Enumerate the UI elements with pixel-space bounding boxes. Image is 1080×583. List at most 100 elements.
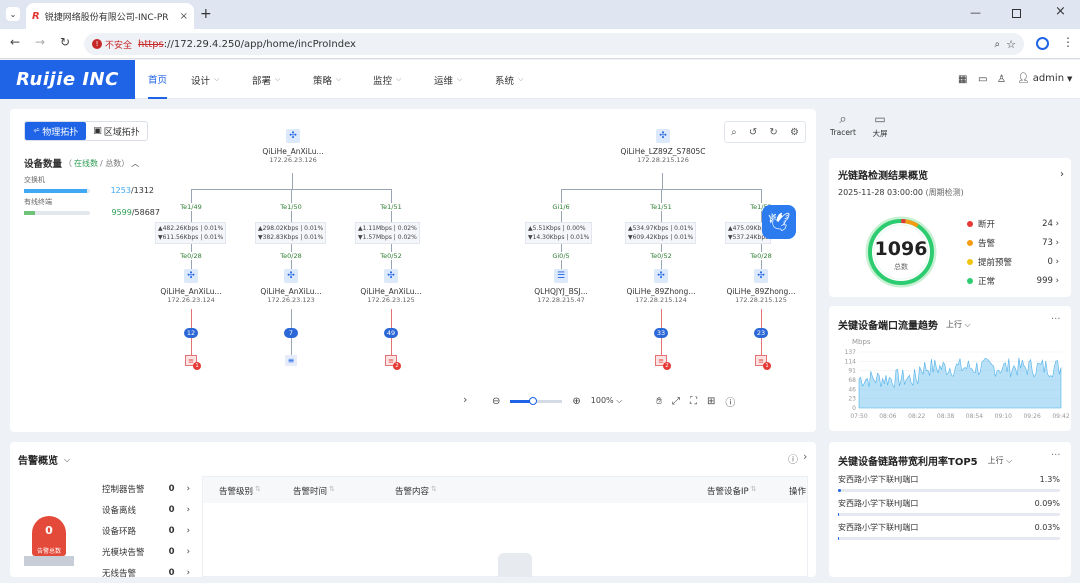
fullscreen-icon[interactable]: ⤢ bbox=[671, 395, 680, 407]
fiber-legend-item[interactable]: 断开 24 › bbox=[967, 214, 1059, 233]
fiber-legend-item[interactable]: 提前预警 0 › bbox=[967, 252, 1059, 271]
nav-design[interactable]: 设计⌵ bbox=[191, 60, 219, 99]
fiber-legend-value: 999 bbox=[1036, 275, 1053, 286]
fiber-legend-item[interactable]: 正常 999 › bbox=[967, 271, 1059, 290]
browser-tab[interactable]: R 锐捷网络股份有限公司-INC-PR × bbox=[26, 3, 194, 29]
alarm-bell[interactable]: 0 告警总数 bbox=[24, 516, 74, 574]
link-traffic[interactable]: ▲1.11Mbps | 0.02%▼1.57Mbps | 0.02% bbox=[355, 222, 420, 244]
tool-tracert[interactable]: ⌕ Tracert bbox=[829, 112, 857, 137]
zoom-icon[interactable]: ⌕ bbox=[994, 38, 1001, 50]
undo-icon[interactable]: ↺ bbox=[748, 126, 758, 138]
restore-window-icon[interactable] bbox=[1012, 9, 1021, 18]
grid-apps-icon[interactable]: ▦ bbox=[958, 74, 968, 85]
alarm-device-icon[interactable]: ≡ bbox=[185, 355, 197, 366]
top5-direction-select[interactable]: 上行 ⌵ bbox=[987, 456, 1013, 465]
zoom-level[interactable]: 100% ⌵ bbox=[590, 396, 623, 405]
help-icon[interactable]: ⓘ bbox=[725, 397, 736, 409]
more-icon[interactable]: ··· bbox=[1051, 450, 1061, 461]
tab-zone-topology[interactable]: ▣区域拓扑 bbox=[86, 122, 147, 140]
nav-monitor[interactable]: 监控⌵ bbox=[373, 60, 401, 99]
traffic-direction-select[interactable]: 上行 ⌵ bbox=[946, 320, 971, 329]
forward-icon[interactable]: → bbox=[35, 35, 46, 49]
root-node-2[interactable]: ✣ QiLiHe_LZ89Z_S7805C 172.28.215.126 bbox=[618, 129, 708, 164]
root-node-1[interactable]: ✣ QiLiHe_AnXiLu... 172.26.23.126 bbox=[248, 129, 338, 164]
fit-view-icon[interactable]: ⛶ bbox=[689, 395, 697, 407]
back-icon[interactable]: ← bbox=[10, 35, 21, 49]
new-tab-button[interactable]: + bbox=[200, 6, 212, 22]
device-stack-icon[interactable]: ≡ bbox=[285, 355, 297, 366]
endpoint-count-badge[interactable]: 7 bbox=[284, 328, 298, 338]
top5-item-fill bbox=[838, 513, 840, 516]
endpoint-count-badge[interactable]: 49 bbox=[384, 328, 398, 338]
nav-home[interactable]: 首页 bbox=[148, 60, 168, 99]
link-traffic[interactable]: ▲5.51Kbps | 0.00%▼14.30Kbps | 0.01% bbox=[525, 222, 593, 244]
add-node-icon[interactable]: ⊞ bbox=[706, 395, 716, 407]
refresh-icon[interactable]: ↻ bbox=[769, 126, 778, 138]
help-icon[interactable]: ⓘ bbox=[788, 455, 798, 466]
expand-panel-icon[interactable]: › bbox=[463, 393, 468, 406]
security-chip[interactable]: ! 不安全 bbox=[92, 38, 132, 51]
device-count-header[interactable]: 设备数量 （在线数 / 总数） ︿ bbox=[24, 156, 139, 171]
reload-icon[interactable]: ↻ bbox=[60, 35, 71, 49]
switch-node[interactable]: ✣ QiLiHe_AnXiLu... 172.26.23.125 bbox=[346, 269, 436, 304]
shirt-theme-icon[interactable]: ♙ bbox=[997, 74, 1006, 85]
bird-assistant-icon[interactable]: 🕊︎ bbox=[762, 205, 796, 239]
column-header[interactable]: 告警设备IP⇅ bbox=[707, 485, 757, 497]
column-header[interactable]: 告警时间⇅ bbox=[293, 485, 335, 497]
top5-item-fill bbox=[838, 489, 841, 492]
column-header[interactable]: 操作 bbox=[789, 485, 806, 497]
nav-policy[interactable]: 策略⌵ bbox=[313, 60, 341, 99]
close-tab-icon[interactable]: × bbox=[179, 10, 189, 22]
alarm-category-item[interactable]: 设备环路 0› bbox=[102, 520, 190, 541]
chevron-right-icon[interactable]: › bbox=[803, 450, 808, 463]
fiber-legend-item[interactable]: 告警 73 › bbox=[967, 233, 1059, 252]
hand-pan-icon[interactable]: ✋︎ bbox=[656, 395, 662, 407]
endpoint-count-badge[interactable]: 12 bbox=[184, 328, 198, 338]
alarm-category-item[interactable]: 光模块告警 0› bbox=[102, 541, 190, 562]
tab-list-button[interactable]: ⌄ bbox=[6, 7, 20, 21]
more-icon[interactable]: ··· bbox=[1051, 314, 1061, 325]
column-header[interactable]: 告警级别⇅ bbox=[219, 485, 261, 497]
address-bar[interactable]: ! 不安全 https://172.29.4.250/app/home/incP… bbox=[84, 33, 1024, 55]
user-menu[interactable]: 👤︎ admin ▼ bbox=[1017, 73, 1072, 84]
nav-system[interactable]: 系统⌵ bbox=[495, 60, 523, 99]
device-icon[interactable]: ▭ bbox=[978, 74, 988, 85]
switch-node[interactable]: ✣ QiLiHe_AnXiLu... 172.26.23.123 bbox=[246, 269, 336, 304]
zoom-slider[interactable] bbox=[510, 396, 563, 405]
profile-icon[interactable] bbox=[1036, 37, 1049, 50]
switch-node[interactable]: ☰ QLHQJYJ_BSJ... 172.28.215.47 bbox=[516, 269, 606, 304]
link-traffic[interactable]: ▲534.97Kbps | 0.01%▼609.42Kbps | 0.01% bbox=[625, 222, 697, 244]
switch-node[interactable]: ✣ QiLiHe_89Zhong... 172.28.215.125 bbox=[716, 269, 806, 304]
minimize-window-icon[interactable]: — bbox=[970, 6, 981, 19]
browser-menu-icon[interactable]: ⋮ bbox=[1062, 35, 1074, 49]
alarm-device-icon[interactable]: ≡ bbox=[755, 355, 767, 366]
endpoint-count-badge[interactable]: 23 bbox=[754, 328, 768, 338]
alarm-category-item[interactable]: 无线告警 0› bbox=[102, 562, 190, 583]
chevron-down-icon[interactable]: ⌵ bbox=[64, 454, 71, 464]
switch-node[interactable]: ✣ QiLiHe_89Zhong... 172.28.215.124 bbox=[616, 269, 706, 304]
settings-icon[interactable]: ⚙ bbox=[789, 126, 799, 138]
zoom-in-icon[interactable]: ⊕ bbox=[572, 395, 581, 407]
link-traffic[interactable]: ▲298.02Kbps | 0.01%▼382.83Kbps | 0.01% bbox=[255, 222, 327, 244]
zoom-slider-handle[interactable] bbox=[529, 396, 538, 405]
endpoint-count-badge[interactable]: 33 bbox=[654, 328, 668, 338]
tab-physical-topology[interactable]: ⩫物理拓扑 bbox=[25, 122, 86, 140]
chevron-right-icon[interactable]: › bbox=[1060, 169, 1064, 180]
link-traffic[interactable]: ▲482.26Kbps | 0.01%▼611.56Kbps | 0.01% bbox=[155, 222, 227, 244]
zoom-out-icon[interactable]: ⊖ bbox=[492, 395, 501, 407]
alarm-device-icon[interactable]: ≡ bbox=[385, 355, 397, 366]
alarm-category-item[interactable]: 设备离线 0› bbox=[102, 499, 190, 520]
nav-deploy[interactable]: 部署⌵ bbox=[252, 60, 280, 99]
switch-node[interactable]: ✣ QiLiHe_AnXiLu... 172.26.23.124 bbox=[146, 269, 236, 304]
search-icon[interactable]: ⌕ bbox=[731, 126, 737, 138]
alarm-device-icon[interactable]: ≡ bbox=[655, 355, 667, 366]
tool-bigscreen[interactable]: ▭ 大屏 bbox=[866, 112, 894, 139]
alarm-category-item[interactable]: 控制器告警 0› bbox=[102, 478, 190, 499]
close-window-icon[interactable]: × bbox=[1055, 4, 1066, 19]
bookmark-star-icon[interactable]: ☆ bbox=[1006, 37, 1016, 51]
column-header[interactable]: 告警内容⇅ bbox=[395, 485, 437, 497]
nav-ops[interactable]: 运维⌵ bbox=[434, 60, 462, 99]
